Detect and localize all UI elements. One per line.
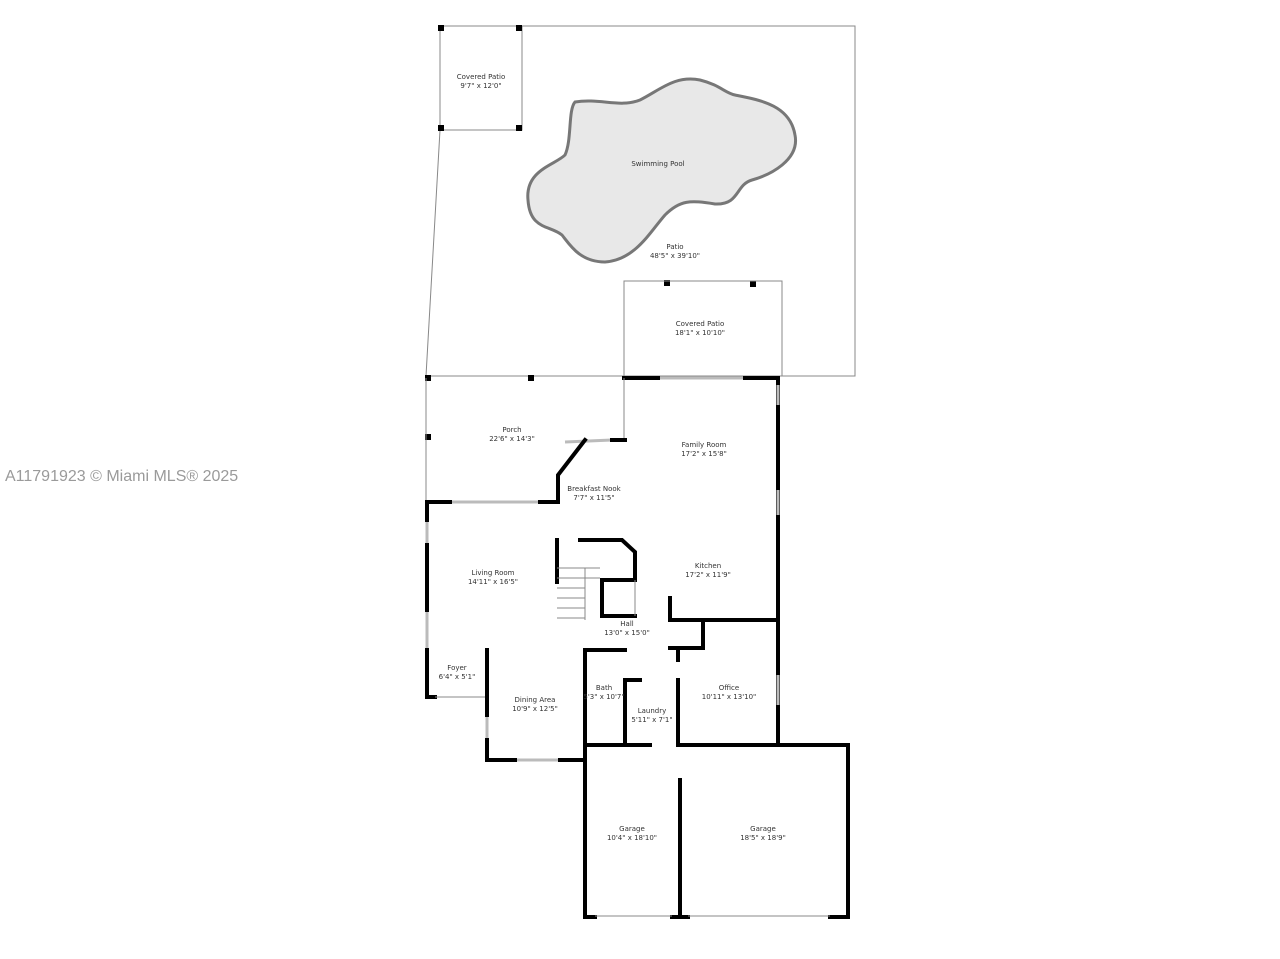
svg-text:22'6" x 14'3": 22'6" x 14'3" [489,435,535,443]
svg-text:Family Room: Family Room [682,441,727,449]
svg-text:Hall: Hall [620,620,633,628]
walls [425,376,850,919]
svg-text:Foyer: Foyer [447,664,467,672]
svg-text:Patio: Patio [666,243,683,251]
svg-text:Swimming Pool: Swimming Pool [631,160,684,168]
svg-text:Garage: Garage [619,825,645,833]
covered-patio-1-outline [439,25,523,131]
svg-text:17'2" x 15'8": 17'2" x 15'8" [681,450,727,458]
svg-text:18'1" x 10'10": 18'1" x 10'10" [675,329,725,337]
svg-text:Dining Area: Dining Area [515,696,556,704]
svg-text:Garage: Garage [750,825,776,833]
svg-text:6'4" x 5'1": 6'4" x 5'1" [439,673,476,681]
svg-text:9'7" x 12'0": 9'7" x 12'0" [460,82,501,90]
svg-text:10'11" x 13'10": 10'11" x 13'10" [702,693,757,701]
svg-text:Porch: Porch [502,426,521,434]
svg-text:Bath: Bath [596,684,612,692]
svg-text:10'4" x 18'10": 10'4" x 18'10" [607,834,657,842]
svg-text:18'5" x 18'9": 18'5" x 18'9" [740,834,786,842]
svg-text:13'0" x 15'0": 13'0" x 15'0" [604,629,650,637]
svg-text:17'2" x 11'9": 17'2" x 11'9" [685,571,731,579]
svg-text:5'3" x 10'7": 5'3" x 10'7" [583,693,624,701]
svg-text:Living Room: Living Room [472,569,515,577]
svg-text:Kitchen: Kitchen [695,562,721,570]
svg-text:Covered Patio: Covered Patio [676,320,725,328]
svg-text:Office: Office [719,684,739,692]
svg-text:Laundry: Laundry [638,707,667,715]
covered-patio-2-outline [623,280,783,377]
svg-text:10'9" x 12'5": 10'9" x 12'5" [512,705,558,713]
watermark: A11791923 © Miami MLS® 2025 [5,468,239,485]
svg-text:14'11" x 16'5": 14'11" x 16'5" [468,578,518,586]
posts [425,25,756,440]
swimming-pool [526,77,797,264]
room-label-swimming-pool: Swimming Pool [631,160,684,168]
svg-text:Covered Patio: Covered Patio [457,73,506,81]
svg-text:7'7" x 11'5": 7'7" x 11'5" [573,494,614,502]
svg-text:5'11" x 7'1": 5'11" x 7'1" [631,716,672,724]
svg-text:Breakfast Nook: Breakfast Nook [567,485,621,493]
svg-text:48'5" x 39'10": 48'5" x 39'10" [650,252,700,260]
